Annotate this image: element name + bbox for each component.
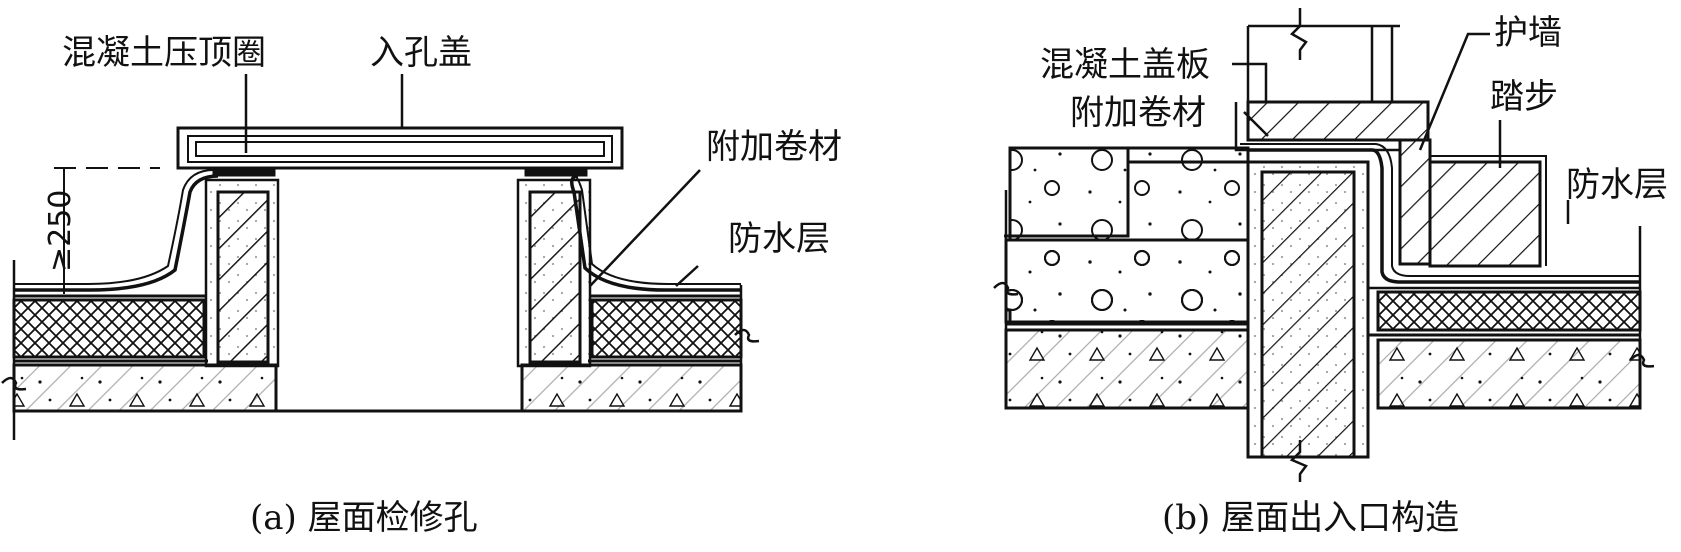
insulation-b-right bbox=[1376, 290, 1642, 332]
slab-left bbox=[1004, 238, 1250, 324]
concrete-cover-slab bbox=[1246, 100, 1430, 142]
membrane-right bbox=[570, 174, 741, 292]
structural-slab-left-hatch bbox=[12, 363, 278, 413]
caption-b: (b) 屋面出入口构造 bbox=[1162, 498, 1460, 538]
panel-a-drawing bbox=[1, 74, 760, 440]
label-additional-membrane-a: 附加卷材 bbox=[706, 127, 842, 167]
membrane-left bbox=[14, 174, 219, 292]
label-parapet: 护墙 bbox=[1494, 13, 1562, 53]
label-waterproof-layer-b: 防水层 bbox=[1566, 165, 1668, 205]
label-manhole-cover: 入孔盖 bbox=[370, 33, 472, 73]
parapet-wall bbox=[1398, 138, 1432, 266]
label-coping-ring: 混凝土压顶圈 bbox=[62, 33, 266, 73]
membrane-b bbox=[1248, 148, 1640, 284]
step-block bbox=[1428, 160, 1542, 268]
structural-slab-right-hatch bbox=[520, 363, 743, 413]
panel-b-drawing bbox=[993, 8, 1655, 482]
label-step: 踏步 bbox=[1490, 77, 1558, 117]
caption-a: (a) 屋面检修孔 bbox=[250, 498, 478, 538]
label-additional-membrane-b: 附加卷材 bbox=[1070, 93, 1206, 133]
label-concrete-cover-slab: 混凝土盖板 bbox=[1040, 45, 1210, 85]
label-waterproof-layer-a: 防水层 bbox=[728, 219, 830, 259]
dimension-label: ≥250 bbox=[43, 189, 78, 272]
insulation-right bbox=[590, 298, 743, 359]
insulation-left bbox=[12, 298, 206, 359]
